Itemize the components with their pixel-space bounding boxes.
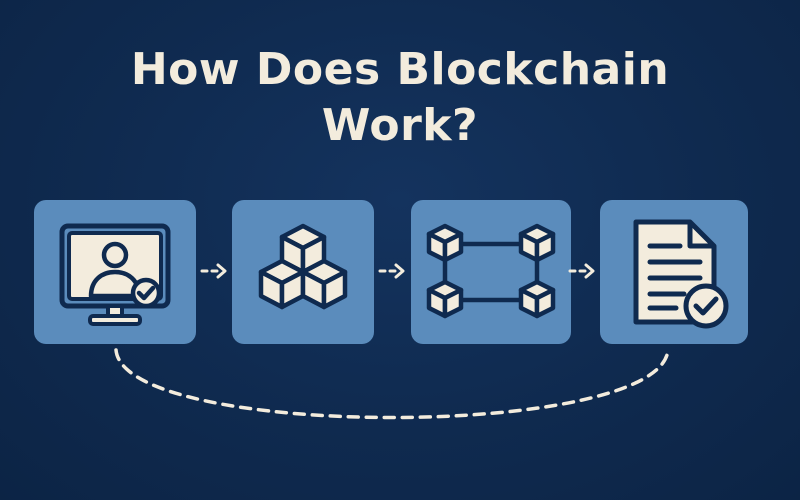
stacked-blocks-icon [258,223,348,310]
diagram-title-line-2: Work? [321,100,479,151]
arrow-1-to-2 [200,263,227,279]
step-4-verified-record [600,200,748,344]
verified-document-icon [633,219,729,329]
diagram-title-line-1: How Does Blockchain [130,44,670,95]
return-loop-connector [114,348,670,420]
user-monitor-check-icon [59,223,171,326]
step-1-transaction-request [34,200,196,344]
arrow-3-to-4 [568,263,595,279]
arrow-2-to-3 [378,263,405,279]
block-network-icon [426,223,556,319]
step-3-network-validation [411,200,571,344]
step-2-block-creation [232,200,374,344]
